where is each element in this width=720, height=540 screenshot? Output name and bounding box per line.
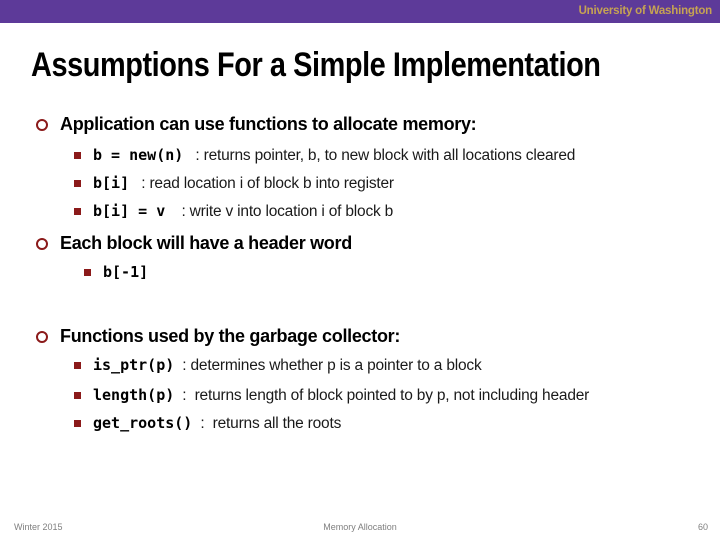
top-banner: University of Washington [0, 0, 720, 23]
item-description: : determines whether p is a pointer to a… [182, 357, 482, 374]
list-item: get_roots() : returns all the roots [74, 413, 341, 433]
code-snippet: length(p) [93, 386, 175, 404]
section-heading-text: Application can use functions to allocat… [60, 114, 477, 134]
institution-name: University of Washington [578, 5, 713, 17]
slide-title: Assumptions For a Simple Implementation [31, 46, 601, 84]
bullet-square-icon [84, 269, 91, 276]
list-item: b = new(n) : returns pointer, b, to new … [74, 145, 575, 165]
code-snippet: is_ptr(p) [93, 356, 175, 374]
bullet-ring-icon [36, 331, 48, 343]
item-description: : write v into location i of block b [173, 203, 394, 220]
section-heading-text: Functions used by the garbage collector: [60, 326, 401, 346]
bullet-ring-icon [36, 238, 48, 250]
list-item: b[-1] [84, 262, 148, 282]
code-snippet: b[i] [93, 174, 130, 192]
list-item: b[i] = v : write v into location i of bl… [74, 201, 393, 221]
bullet-square-icon [74, 362, 81, 369]
code-snippet: b[i] = v [93, 202, 166, 220]
bullet-square-icon [74, 420, 81, 427]
bullet-ring-icon [36, 119, 48, 131]
section-heading: Application can use functions to allocat… [36, 113, 477, 135]
footer-page-number: 60 [697, 522, 708, 532]
slide-footer: Winter 2015 Memory Allocation 60 [0, 522, 720, 536]
footer-term: Winter 2015 [14, 522, 63, 532]
code-snippet: get_roots() [93, 414, 193, 432]
list-item: b[i] : read location i of block b into r… [74, 173, 394, 193]
item-description: : returns length of block pointed to by … [182, 387, 590, 404]
bullet-square-icon [74, 152, 81, 159]
footer-deck-title: Memory Allocation [323, 522, 397, 532]
list-item: length(p) : returns length of block poin… [74, 385, 589, 405]
item-description: : returns all the roots [200, 415, 342, 432]
bullet-square-icon [74, 392, 81, 399]
item-description: : returns pointer, b, to new block with … [191, 147, 576, 164]
bullet-square-icon [74, 180, 81, 187]
section-heading-text: Each block will have a header word [60, 233, 352, 253]
section-heading: Each block will have a header word [36, 232, 352, 254]
code-snippet: b = new(n) [93, 146, 184, 164]
item-description: : read location i of block b into regist… [137, 175, 394, 192]
section-heading: Functions used by the garbage collector: [36, 325, 400, 347]
code-snippet: b[-1] [103, 263, 149, 281]
list-item: is_ptr(p) : determines whether p is a po… [74, 355, 482, 375]
bullet-square-icon [74, 208, 81, 215]
